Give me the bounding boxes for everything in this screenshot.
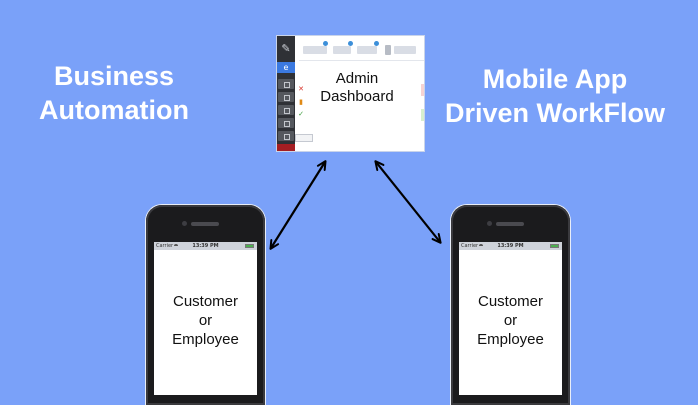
status-time: 13:39 PM [192,243,219,249]
phone-label-line: or [198,312,213,329]
admin-sidebar-button [278,79,294,89]
admin-topbar-tab [394,46,416,54]
notification-dot-icon [374,41,379,46]
status-carrier: Carrier [156,243,174,249]
phone-screen: Carrier 13:39 PM Customer or Employee [459,242,562,395]
phone-label-line: or [503,312,518,329]
phone-speaker [191,222,219,226]
admin-sidebar-button [278,105,294,115]
phone-label-line: Employee [477,331,544,348]
admin-sidebar-alert [277,144,295,151]
admin-side-active-item: e [277,62,295,73]
admin-sidebar-button [278,92,294,102]
phone-label: Customer or Employee [154,292,257,349]
business-automation-heading: Business Automation [28,59,200,127]
heading-line: Driven WorkFlow [444,98,666,128]
phone-label-line: Customer [172,293,239,310]
admin-sidebar: ✎ e [277,36,295,151]
avatar [385,45,391,55]
admin-sidebar-button [278,131,294,141]
pending-mark-icon: ▮ [299,98,303,106]
battery-icon [550,244,559,248]
status-time: 13:39 PM [497,243,524,249]
admin-label-line: Dashboard [320,88,394,105]
bidirectional-arrow-right [374,160,442,244]
customer-phone-right: Carrier 13:39 PM Customer or Employee [451,205,570,405]
notification-dot-icon [323,41,328,46]
heading-line: Automation [39,95,189,125]
row-status-edge [421,84,424,96]
row-status-edge [421,109,424,121]
heading-line: Mobile App [482,64,628,94]
phone-label-line: Customer [477,293,544,310]
admin-topbar-tab [357,46,377,54]
admin-dashboard-node: ✎ e ✕ ▮ ✓ Admin Dashboard [277,36,424,151]
admin-small-button [295,134,313,142]
wifi-icon [479,244,483,249]
pen-logo-icon: ✎ [281,42,291,55]
admin-dashboard-label: Admin Dashboard [307,70,407,106]
wifi-icon [174,244,178,249]
bidirectional-arrow-left [269,160,327,250]
admin-topbar [299,40,424,61]
phone-label-line: Employee [172,331,239,348]
mobile-app-workflow-heading: Mobile App Driven WorkFlow [430,62,680,130]
admin-label-line: Admin [335,70,379,87]
phone-screen: Carrier 13:39 PM Customer or Employee [154,242,257,395]
admin-sidebar-button [278,118,294,128]
heading-line: Business [53,61,175,91]
camera-icon [487,221,492,226]
approve-mark-icon: ✓ [298,110,304,118]
phone-label: Customer or Employee [459,292,562,349]
status-bar: Carrier 13:39 PM [459,242,562,250]
admin-topbar-tab [303,46,327,54]
phone-speaker [496,222,524,226]
notification-dot-icon [348,41,353,46]
status-bar: Carrier 13:39 PM [154,242,257,250]
reject-mark-icon: ✕ [298,85,304,93]
customer-phone-left: Carrier 13:39 PM Customer or Employee [146,205,265,405]
admin-topbar-tab [333,46,351,54]
camera-icon [182,221,187,226]
battery-icon [245,244,254,248]
status-carrier: Carrier [461,243,479,249]
